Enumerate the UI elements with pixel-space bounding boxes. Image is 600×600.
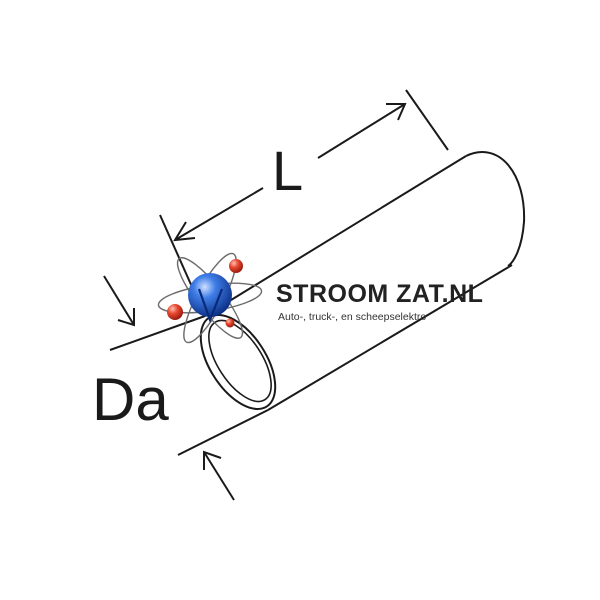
diameter-arrow-top-head bbox=[117, 308, 135, 327]
diameter-arrow-bottom-shaft bbox=[203, 451, 235, 501]
length-extension-line-far bbox=[405, 89, 449, 151]
length-label: L bbox=[272, 139, 303, 202]
pipe-bottom-edge bbox=[267, 264, 513, 411]
pipe-near-end-outer bbox=[199, 314, 277, 410]
diameter-extension-line-top bbox=[109, 315, 206, 351]
diameter-arrow-bottom-head bbox=[203, 450, 222, 470]
atom-nucleus bbox=[188, 273, 232, 317]
pipe-top-edge bbox=[204, 155, 467, 317]
atom-orb-bottom bbox=[225, 318, 235, 328]
length-arrow-left-shaft bbox=[174, 187, 264, 241]
atom-orb-left bbox=[167, 304, 183, 320]
pipe-near-end-inner bbox=[208, 319, 272, 403]
atom-orb-top bbox=[229, 259, 243, 273]
diameter-extension-line-bottom bbox=[177, 409, 269, 456]
diameter-dimension bbox=[103, 275, 269, 501]
pipe-far-end bbox=[465, 151, 526, 267]
length-arrow-left-head bbox=[173, 221, 196, 242]
atom-logo-icon bbox=[157, 252, 263, 344]
length-arrow-right-head bbox=[386, 103, 407, 121]
logo-subtitle: Auto-, truck-, en scheepselektro bbox=[278, 311, 426, 323]
diameter-arrow-top-shaft bbox=[103, 275, 135, 326]
diameter-label: Da bbox=[92, 366, 169, 433]
length-arrow-right-shaft bbox=[317, 103, 406, 159]
stroomzat-logo: STROOM ZAT.NL Auto-, truck-, en scheepse… bbox=[157, 252, 483, 344]
logo-title: STROOM ZAT.NL bbox=[276, 280, 483, 308]
